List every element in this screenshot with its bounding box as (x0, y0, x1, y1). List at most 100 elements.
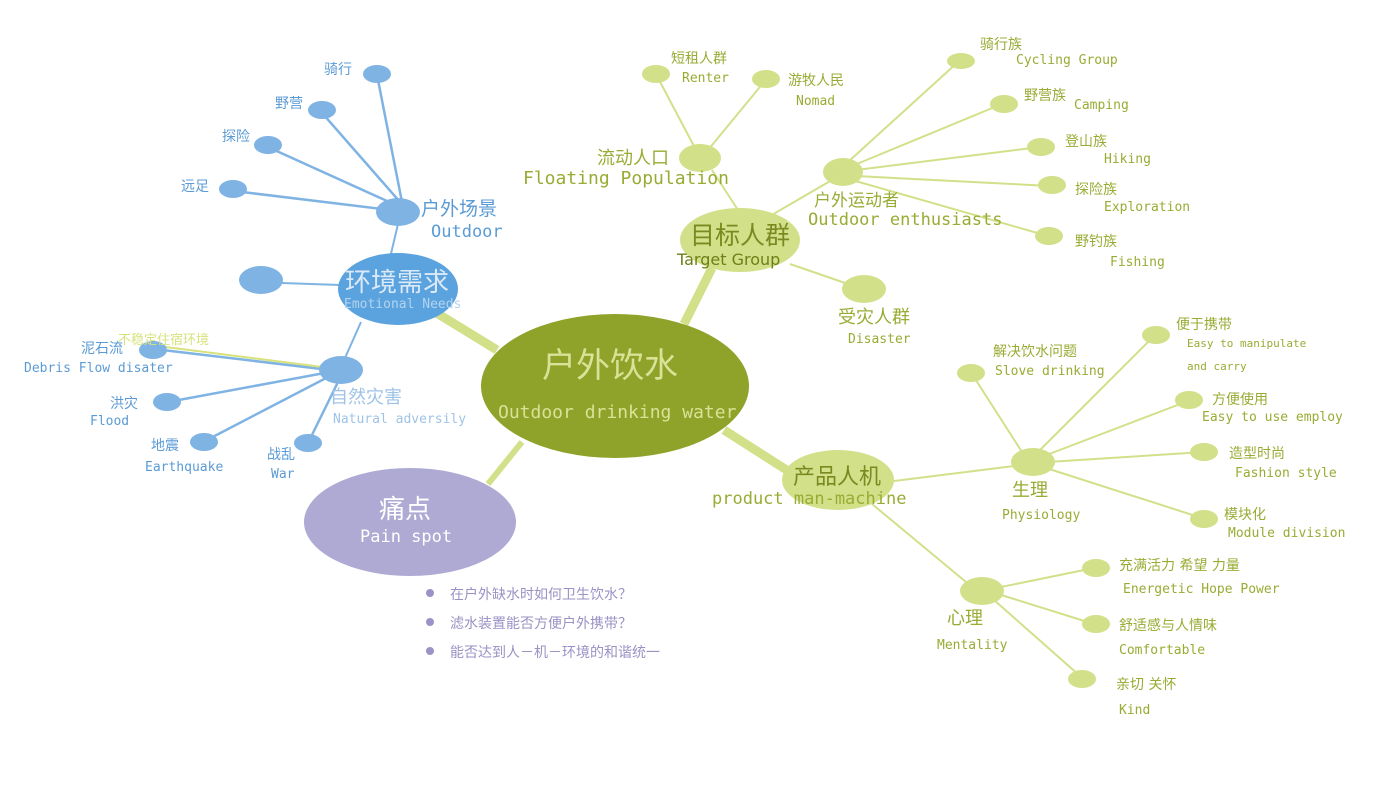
physiology-node[interactable] (1011, 448, 1055, 476)
ment-item-2-cn: 亲切 关怀 (1116, 677, 1177, 693)
disaster-env-node[interactable] (319, 356, 363, 384)
floating-item-0-cn: 短租人群 (671, 51, 727, 67)
link-center-product (721, 426, 799, 480)
enth-item-node-0[interactable] (947, 53, 975, 69)
unstable-node[interactable] (239, 266, 283, 294)
ment-item-node-0[interactable] (1082, 559, 1110, 577)
ment-item-0-cn: 充满活力 希望 力量 (1119, 558, 1240, 574)
pain-question-text: 在户外缺水时如何卫生饮水？ (450, 587, 632, 603)
phys-item-node-1[interactable] (1142, 326, 1170, 344)
link-disaster-item-0 (153, 347, 331, 372)
pain-question: 能否达到人－机－环境的和谐统一 (424, 642, 660, 671)
disaster-env-label-cn: 自然灾害 (330, 387, 402, 408)
link-outdoor-item-1 (322, 113, 401, 203)
outdoor-item-0-label: 骑行 (324, 62, 352, 78)
phys-item-4-cn: 模块化 (1224, 507, 1266, 523)
phys-item-node-3[interactable] (1190, 443, 1218, 461)
link-center-target (679, 265, 717, 327)
floating-node[interactable] (679, 144, 721, 172)
outdoor-item-node-3[interactable] (219, 180, 247, 198)
pain-title-cn: 痛点 (379, 495, 432, 525)
floating-label-en: Floating Population (523, 168, 729, 189)
ment-item-0-en: Energetic Hope Power (1123, 582, 1280, 597)
floating-item-1-en: Nomad (796, 94, 836, 109)
phys-item-1-cn: 便于携带 (1176, 317, 1232, 333)
outdoor-item-3-label: 远足 (181, 179, 209, 195)
ment-item-1-cn: 舒适感与人情味 (1119, 618, 1217, 634)
ment-item-1-en: Comfortable (1119, 643, 1206, 658)
enthusiasts-node[interactable] (823, 158, 863, 186)
floating-label-cn: 流动人口 (597, 148, 669, 169)
ment-item-node-2[interactable] (1068, 670, 1096, 688)
mentality-label-en: Mentality (937, 638, 1008, 653)
disaster-item-node-3[interactable] (294, 434, 322, 452)
outdoor-item-node-1[interactable] (308, 101, 336, 119)
bullet-icon (426, 647, 434, 655)
enth-item-1-cn: 野营族 (1024, 88, 1066, 104)
enth-item-node-1[interactable] (990, 95, 1018, 113)
pain-node[interactable] (304, 468, 516, 576)
phys-item-2-en: Easy to use employ (1202, 410, 1343, 425)
outdoor-item-1-label: 野营 (275, 96, 303, 112)
link-phys-item-3 (1047, 451, 1205, 463)
environment-title-cn: 环境需求 (345, 268, 450, 298)
link-phys-item-2 (1043, 400, 1189, 457)
enth-item-4-cn: 野钓族 (1075, 234, 1117, 250)
link-env-unstable (281, 282, 341, 286)
link-enth-item-1 (851, 103, 1003, 167)
center-node[interactable] (481, 314, 749, 458)
link-enth-item-4 (851, 179, 1049, 237)
enth-item-node-2[interactable] (1027, 138, 1055, 156)
outdoor-label-en: Outdoor (431, 222, 503, 242)
phys-item-node-0[interactable] (957, 364, 985, 382)
floating-item-node-0[interactable] (642, 65, 670, 83)
enth-item-node-3[interactable] (1038, 176, 1066, 194)
link-phys-item-1 (1037, 335, 1155, 453)
disaster-item-1-en: Flood (90, 414, 130, 429)
disaster-item-2-cn: 地震 (151, 438, 179, 454)
enth-item-3-en: Exploration (1104, 200, 1191, 215)
disaster-item-0-cn: 泥石流 (81, 341, 123, 357)
product-node[interactable] (782, 450, 894, 510)
floating-item-node-1[interactable] (752, 70, 780, 88)
center-title-en: Outdoor drinking water (498, 402, 737, 423)
disaster-item-node-0[interactable] (139, 341, 167, 359)
link-ment-item-2 (993, 599, 1081, 677)
link-enth-item-0 (847, 61, 959, 163)
nodes (139, 53, 1218, 688)
phys-item-0-cn: 解决饮水问题 (993, 344, 1077, 360)
link-center-environment (432, 308, 500, 354)
disaster-item-1-cn: 洪灾 (110, 396, 138, 412)
outdoor-item-node-2[interactable] (254, 136, 282, 154)
environment-node[interactable] (338, 253, 458, 325)
mentality-node[interactable] (960, 577, 1004, 605)
outdoor-item-node-0[interactable] (363, 65, 391, 83)
link-product-physiology (885, 465, 1015, 483)
enth-item-node-4[interactable] (1035, 227, 1063, 245)
pain-question: 在户外缺水时如何卫生饮水？ (424, 584, 660, 613)
phys-item-node-2[interactable] (1175, 391, 1203, 409)
bullet-icon (426, 589, 434, 597)
phys-item-node-4[interactable] (1190, 510, 1218, 528)
phys-item-4-en: Module division (1228, 526, 1346, 541)
outdoor-node[interactable] (376, 198, 420, 226)
pain-question-list: 在户外缺水时如何卫生饮水？ 滤水装置能否方便户外携带？ 能否达到人－机－环境的和… (424, 584, 660, 671)
enth-item-2-en: Hiking (1104, 152, 1151, 167)
unstable-label: 不稳定住宿环境 (118, 333, 210, 348)
target-node[interactable] (680, 208, 800, 272)
ment-item-node-1[interactable] (1082, 615, 1110, 633)
phys-item-0-en: Slove drinking (995, 364, 1105, 379)
enth-item-3-cn: 探险族 (1075, 182, 1117, 198)
product-title-cn: 产品人机 (793, 465, 882, 490)
target-disaster-node[interactable] (842, 275, 886, 303)
link-floating-item-0 (656, 75, 697, 151)
phys-item-1-en: Easy to manipulate (1187, 337, 1307, 350)
disaster-item-node-2[interactable] (190, 433, 218, 451)
link-center-pain (485, 440, 525, 486)
disaster-item-node-1[interactable] (153, 393, 181, 411)
mentality-label-cn: 心理 (947, 608, 983, 629)
link-disaster-item-3 (307, 381, 340, 442)
enth-item-2-cn: 登山族 (1065, 134, 1107, 150)
